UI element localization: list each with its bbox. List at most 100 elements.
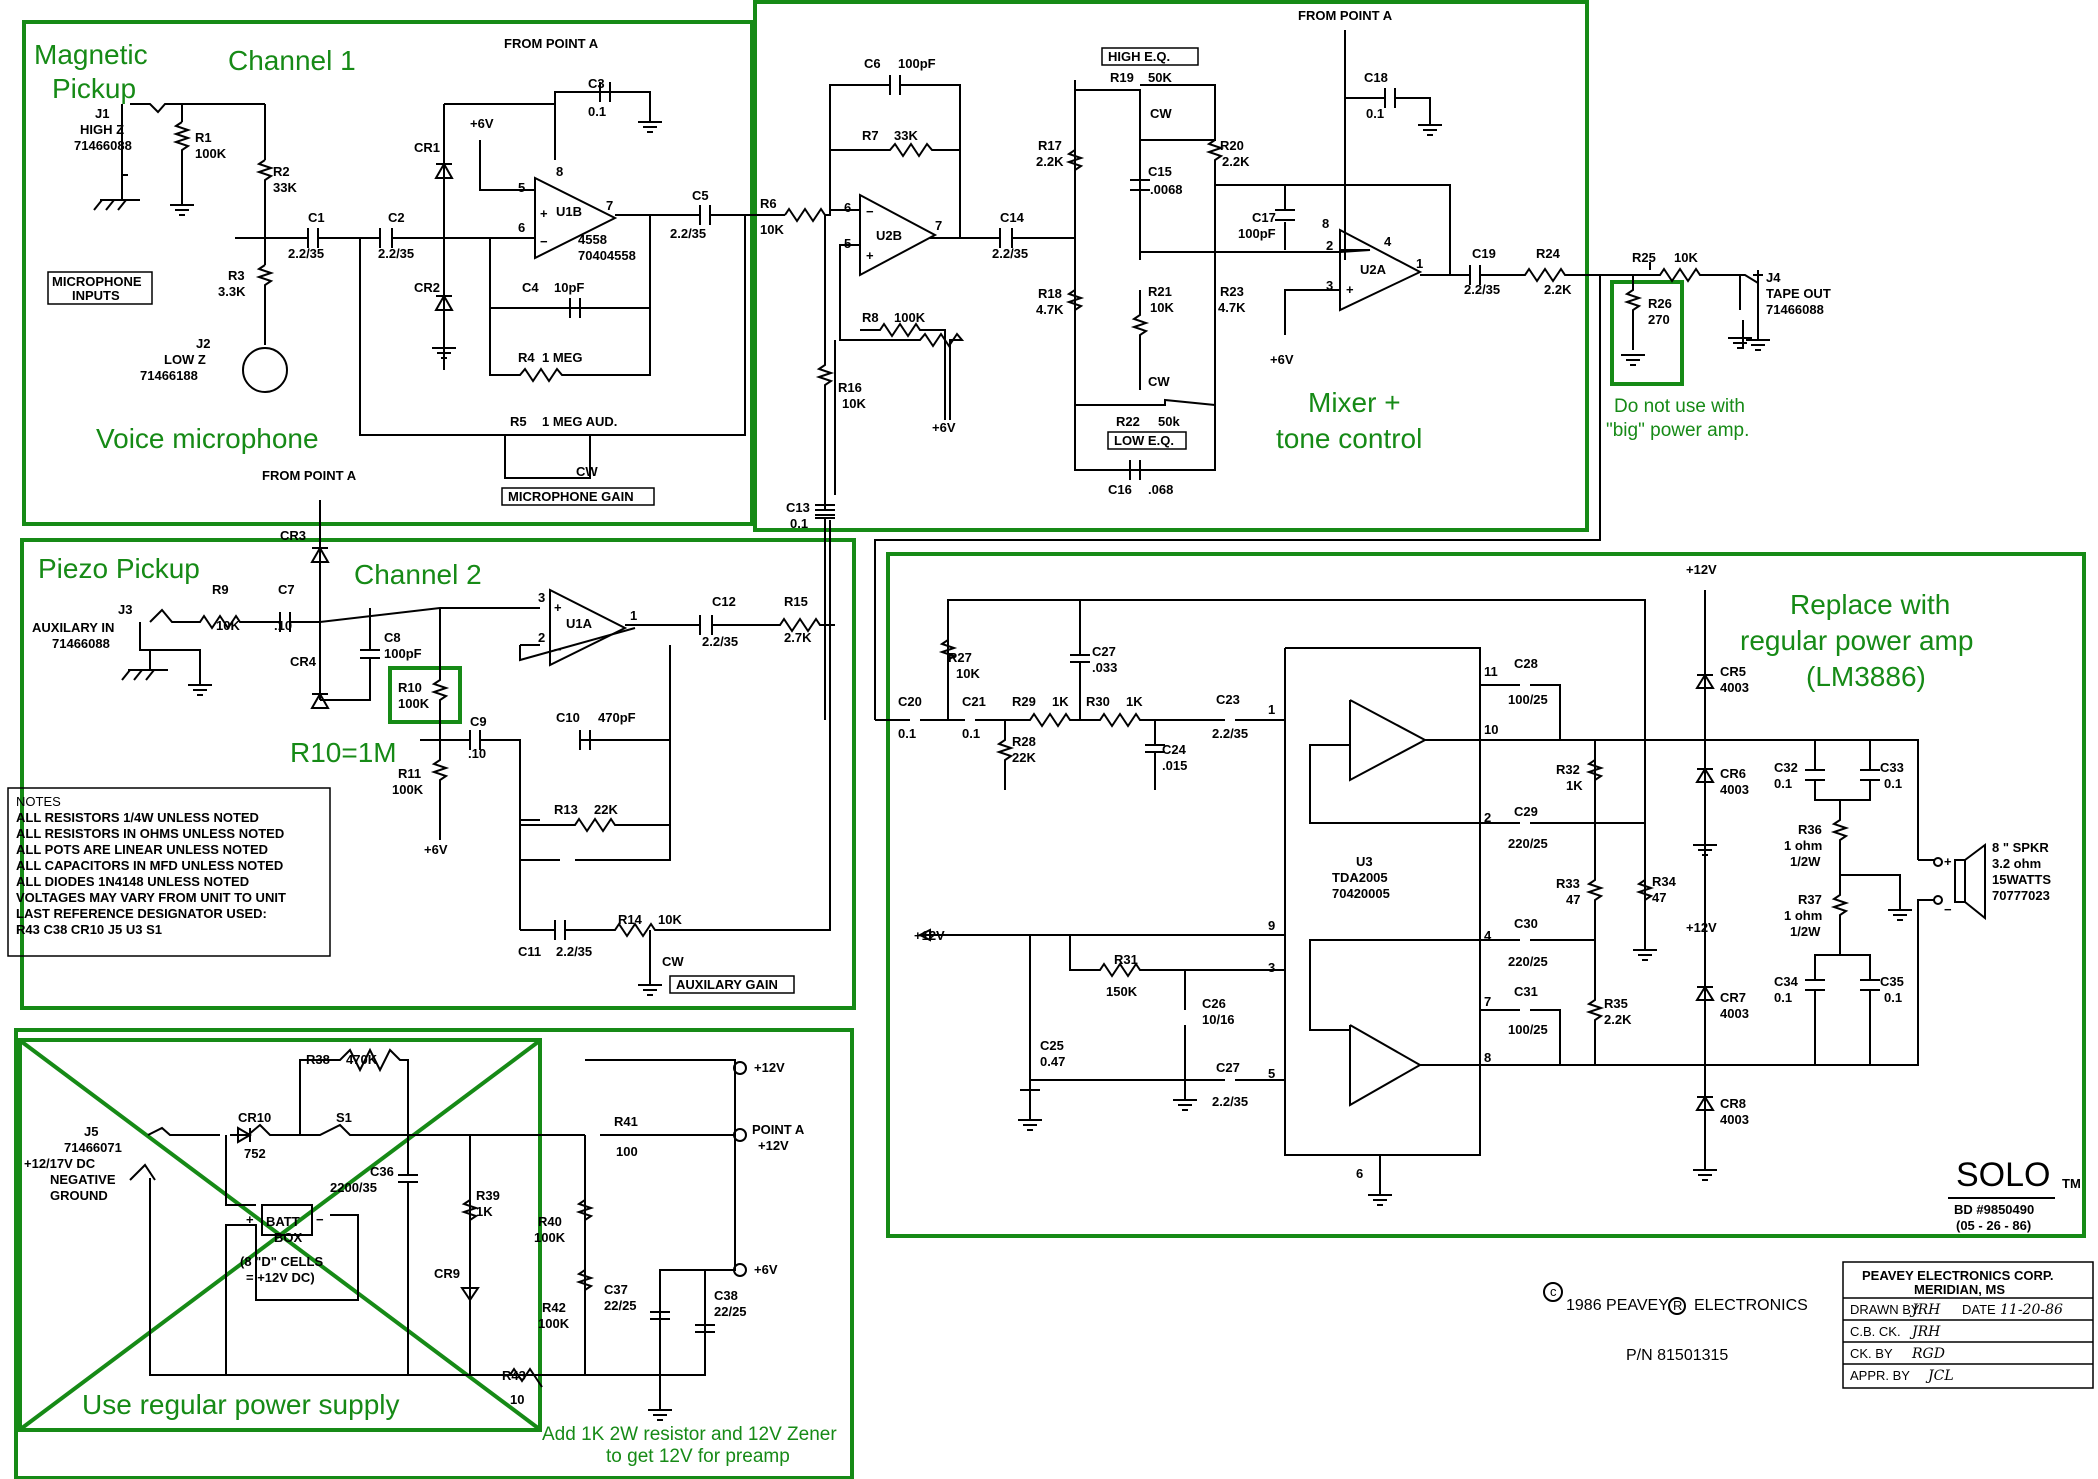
title-block-frame bbox=[1842, 1261, 2094, 1389]
r39-value: 1K bbox=[476, 1204, 493, 1219]
c37-label: C37 bbox=[604, 1282, 628, 1297]
c11-label: C11 bbox=[518, 944, 541, 959]
notes-line-1: ALL RESISTORS 1/4W UNLESS NOTED bbox=[16, 810, 259, 825]
r37-value1: 1 ohm bbox=[1784, 908, 1822, 923]
r18-value: 4.7K bbox=[1036, 302, 1064, 317]
c34-value: 0.1 bbox=[1774, 990, 1792, 1005]
j3-type-label: AUXILARY IN bbox=[32, 620, 114, 635]
notes-line-0: NOTES bbox=[16, 794, 61, 809]
copyright-symbol: c bbox=[1550, 1284, 1557, 1299]
c27-label: C27 bbox=[1092, 644, 1116, 659]
r10-value: 100K bbox=[398, 696, 430, 711]
ck-by-value: RGD bbox=[1911, 1346, 1945, 1362]
c19-label: C19 bbox=[1472, 246, 1496, 261]
u1b-label: U1B bbox=[556, 204, 582, 219]
r9-value: 10K bbox=[216, 618, 240, 633]
c7-value: .10 bbox=[274, 618, 292, 633]
c2-label: C2 bbox=[388, 210, 405, 225]
notes-line-8: R43 C38 CR10 J5 U3 S1 bbox=[16, 922, 162, 937]
r31-value: 150K bbox=[1106, 984, 1138, 999]
u1a-label: U1A bbox=[566, 616, 593, 631]
mixer-wiring bbox=[745, 30, 1759, 720]
minus-sign-u1b: − bbox=[540, 234, 548, 249]
r21-value: 10K bbox=[1150, 300, 1174, 315]
c1-value: 2.2/35 bbox=[288, 246, 324, 261]
r26-box bbox=[1610, 280, 1684, 386]
pin4-label-1: 4 bbox=[1384, 234, 1392, 249]
no-big-amp-label-1: Do not use with bbox=[1614, 396, 1745, 417]
c4-label: C4 bbox=[522, 280, 539, 295]
cb-ck-value: JRH bbox=[1909, 1324, 1941, 1340]
pin8-label-1: 8 bbox=[556, 164, 563, 179]
cw-label-4: CW bbox=[662, 954, 684, 969]
j5-voltage-label: +12/17V DC bbox=[24, 1156, 96, 1171]
r28-value: 22K bbox=[1012, 750, 1036, 765]
cr7-label: CR7 bbox=[1720, 990, 1746, 1005]
r10-note-label: R10=1M bbox=[290, 737, 397, 768]
channel2-box bbox=[20, 538, 856, 1010]
c32-value: 0.1 bbox=[1774, 776, 1792, 791]
c33-label: C33 bbox=[1880, 760, 1904, 775]
batt-plus: + bbox=[246, 1212, 254, 1227]
cr5-label: CR5 bbox=[1720, 664, 1746, 679]
c28-value: 100/25 bbox=[1508, 692, 1548, 707]
r31-label: R31 bbox=[1114, 952, 1138, 967]
c19-value: 2.2/35 bbox=[1464, 282, 1500, 297]
batt-label-1: BATT bbox=[266, 1214, 300, 1229]
r3-value: 3.3K bbox=[218, 284, 246, 299]
c1-label: C1 bbox=[308, 210, 325, 225]
r21-label: R21 bbox=[1148, 284, 1172, 299]
speaker-label-3: 15WATTS bbox=[1992, 872, 2051, 887]
c14-label: C14 bbox=[1000, 210, 1025, 225]
r36-value1: 1 ohm bbox=[1784, 838, 1822, 853]
batt-minus: − bbox=[316, 1212, 324, 1227]
plus6v-label-4: +6V bbox=[424, 842, 448, 857]
j4-part-label: 71466088 bbox=[1766, 302, 1824, 317]
j5-ground-label: GROUND bbox=[50, 1188, 108, 1203]
date-label: DATE bbox=[1962, 1302, 1996, 1317]
power-supply-box bbox=[14, 1028, 854, 1479]
r20-value: 2.2K bbox=[1222, 154, 1250, 169]
piezo-pickup-label: Piezo Pickup bbox=[38, 553, 200, 584]
c6-label: C6 bbox=[864, 56, 881, 71]
c21-label: C21 bbox=[962, 694, 986, 709]
channel2-grounds bbox=[188, 680, 662, 996]
date-value: 11-20-86 bbox=[2000, 1302, 2063, 1318]
ck-by-label: CK. BY bbox=[1850, 1346, 1893, 1361]
minus-sign-u1a: − bbox=[554, 642, 562, 657]
r11-label: R11 bbox=[398, 766, 421, 781]
point-a-label-1: POINT A bbox=[752, 1122, 805, 1137]
pin2-label-3: 2 bbox=[1484, 810, 1491, 825]
u3-label: U3 bbox=[1356, 854, 1373, 869]
r13-label: R13 bbox=[554, 802, 578, 817]
c29-value: 220/25 bbox=[1508, 836, 1548, 851]
mixer-box bbox=[753, 0, 1589, 532]
plus6v-label-3: +6V bbox=[1270, 352, 1294, 367]
cr8-value: 4003 bbox=[1720, 1112, 1749, 1127]
c30-value: 220/25 bbox=[1508, 954, 1548, 969]
cr9-led bbox=[460, 1287, 480, 1302]
cr2-label: CR2 bbox=[414, 280, 440, 295]
r27-label: R27 bbox=[948, 650, 972, 665]
pin2-label-2: 2 bbox=[538, 630, 545, 645]
notes-line-4: ALL CAPACITORS IN MFD UNLESS NOTED bbox=[16, 858, 283, 873]
c38-value: 22/25 bbox=[714, 1304, 747, 1319]
plus12v-label-4: +12V bbox=[754, 1060, 785, 1075]
magnetic-pickup-label-1: Magnetic bbox=[34, 39, 148, 70]
pin5-label-1: 5 bbox=[518, 180, 525, 195]
j4-jack-icon bbox=[1753, 274, 1763, 330]
c7-label: C7 bbox=[278, 582, 295, 597]
pin7-label-1: 7 bbox=[606, 198, 613, 213]
cr7-value: 4003 bbox=[1720, 1006, 1749, 1021]
power-supply-terminals bbox=[733, 1061, 747, 1277]
r29-value: 1K bbox=[1052, 694, 1069, 709]
c16-label: C16 bbox=[1108, 482, 1132, 497]
j1-label: J1 bbox=[95, 106, 109, 121]
j5-label: J5 bbox=[84, 1124, 98, 1139]
r4-label: R4 bbox=[518, 350, 535, 365]
c27b-label: C27 bbox=[1216, 1060, 1240, 1075]
c17-label: C17 bbox=[1252, 210, 1276, 225]
plus6v-label-5: +6V bbox=[754, 1262, 778, 1277]
r13-value: 22K bbox=[594, 802, 618, 817]
r6-value: 10K bbox=[760, 222, 784, 237]
